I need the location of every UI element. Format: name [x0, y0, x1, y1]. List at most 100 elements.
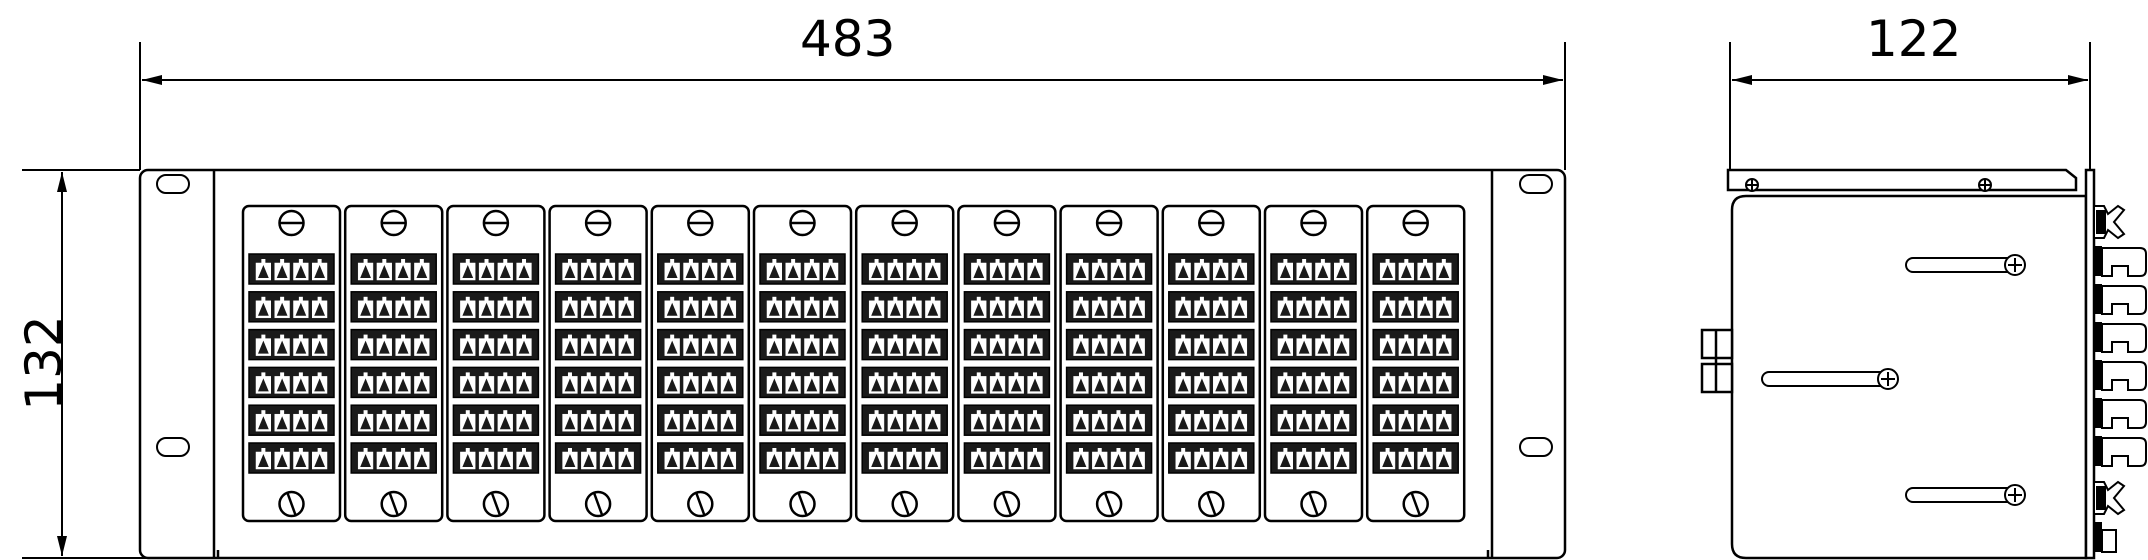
- lc-port: [478, 372, 495, 394]
- lc-port: [887, 448, 903, 470]
- side-connector: [2094, 522, 2117, 553]
- lc-port: [1296, 410, 1312, 432]
- port-row: [963, 328, 1051, 361]
- lc-port: [1379, 410, 1396, 432]
- lc-port: [989, 259, 1006, 281]
- port-row: [1065, 442, 1153, 474]
- lc-port: [562, 448, 578, 470]
- width-dimension-label: 483: [800, 10, 896, 68]
- lc-port: [925, 259, 941, 281]
- port-row: [1270, 253, 1357, 285]
- lc-port: [312, 410, 328, 432]
- lc-port: [823, 259, 839, 281]
- port-row: [1270, 442, 1357, 474]
- port-row: [1372, 404, 1459, 436]
- port-row: [759, 366, 846, 399]
- lc-port: [1092, 296, 1108, 319]
- lc-port: [804, 259, 820, 281]
- lc-port: [414, 448, 430, 470]
- port-row: [963, 442, 1051, 474]
- lc-port: [823, 334, 839, 356]
- lc-port: [664, 372, 680, 394]
- lc-port: [274, 410, 290, 432]
- lc-port: [255, 296, 271, 319]
- module-screw: [1095, 490, 1123, 518]
- lc-port: [887, 259, 903, 281]
- port-row: [1168, 404, 1255, 436]
- side-connectors: [2093, 204, 2147, 553]
- port-row: [657, 291, 744, 323]
- rack-ear-slots: [156, 174, 1553, 457]
- lc-port: [497, 296, 513, 319]
- lc-port: [1379, 334, 1396, 356]
- lc-port: [868, 410, 885, 432]
- port-row: [1270, 366, 1357, 399]
- lc-port: [702, 448, 718, 470]
- port-row: [1270, 291, 1357, 323]
- lc-port: [1175, 372, 1191, 394]
- lc-port: [1417, 410, 1433, 432]
- module-screw: [278, 209, 305, 237]
- lc-port: [683, 448, 699, 470]
- lc-port: [414, 296, 430, 319]
- lc-port: [1417, 448, 1433, 470]
- lc-port: [683, 334, 699, 356]
- lc-port: [989, 410, 1006, 432]
- lc-port: [599, 296, 616, 319]
- lc-port: [516, 372, 532, 394]
- lc-port: [989, 448, 1006, 470]
- lc-port: [1398, 372, 1414, 394]
- lc-port: [581, 296, 597, 319]
- side-connector: [2094, 360, 2147, 391]
- port-row: [554, 366, 642, 399]
- lc-port: [478, 334, 495, 356]
- lc-port: [766, 296, 782, 319]
- module-screw: [584, 490, 612, 518]
- port-row: [1168, 366, 1255, 399]
- lc-port: [1436, 372, 1452, 394]
- lc-port: [1334, 259, 1350, 281]
- lc-port: [395, 259, 411, 281]
- lc-port: [925, 372, 941, 394]
- lc-port: [1008, 410, 1024, 432]
- lc-port: [1175, 334, 1191, 356]
- lc-port: [274, 372, 290, 394]
- lc-port: [804, 334, 820, 356]
- lc-port: [1194, 296, 1210, 319]
- lc-port: [1129, 334, 1145, 356]
- lc-port: [664, 410, 680, 432]
- lc-port: [720, 259, 737, 281]
- port-row: [452, 404, 540, 436]
- lc-port: [312, 448, 328, 470]
- lc-port: [1231, 334, 1248, 356]
- adapter-module: [1059, 204, 1159, 523]
- lc-port: [293, 334, 309, 356]
- lc-port: [1398, 334, 1414, 356]
- lc-port: [1008, 334, 1024, 356]
- lc-port: [376, 296, 392, 319]
- port-row: [350, 328, 437, 361]
- port-row: [1372, 442, 1459, 474]
- port-row: [248, 442, 335, 474]
- lc-port: [1436, 448, 1452, 470]
- lc-port: [395, 334, 411, 356]
- lc-port: [312, 259, 328, 281]
- lc-port: [683, 410, 699, 432]
- lc-port: [720, 334, 737, 356]
- port-row: [452, 328, 540, 361]
- lc-port: [1398, 296, 1414, 319]
- lc-port: [1334, 372, 1350, 394]
- lc-port: [766, 448, 782, 470]
- lc-port: [1334, 334, 1350, 356]
- port-row: [657, 404, 744, 436]
- lc-port: [1092, 372, 1108, 394]
- port-row: [1065, 404, 1153, 436]
- lc-port: [785, 410, 801, 432]
- lc-port: [376, 410, 392, 432]
- port-row: [554, 253, 642, 285]
- lc-port: [887, 372, 903, 394]
- port-row: [963, 366, 1051, 399]
- lc-port: [376, 259, 392, 281]
- lc-port: [1194, 410, 1210, 432]
